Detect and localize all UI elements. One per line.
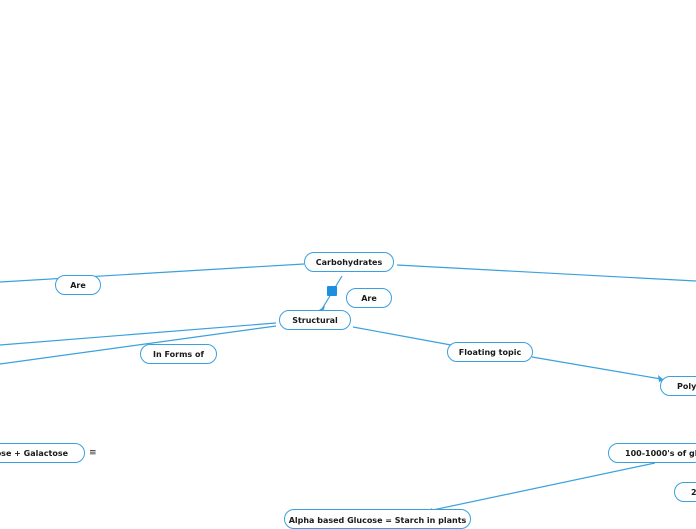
node-floating-topic[interactable]: Floating topic xyxy=(447,342,533,362)
node-glucose-units[interactable]: 100-1000's of glu xyxy=(608,443,696,463)
connector-root-right xyxy=(396,264,696,282)
notes-icon[interactable]: ≡ xyxy=(89,448,97,458)
collapse-handle-icon[interactable] xyxy=(327,286,337,296)
node-lactose[interactable]: ucose + Galactose xyxy=(0,443,85,463)
connector-glucose-alpha xyxy=(427,462,656,512)
connector-floating-polys xyxy=(531,356,662,380)
connector-structural-left-1 xyxy=(0,322,277,346)
node-are-left[interactable]: Are xyxy=(55,275,101,295)
node-are-right[interactable]: Are xyxy=(346,288,392,308)
connector-root-are-left xyxy=(0,263,305,283)
node-carbohydrates[interactable]: Carbohydrates xyxy=(304,252,394,272)
connector-structural-left-2 xyxy=(0,325,277,365)
node-in-forms-of[interactable]: In Forms of xyxy=(140,344,217,364)
connector-structural-floating xyxy=(352,326,452,346)
node-structural[interactable]: Structural xyxy=(279,310,351,330)
node-small[interactable]: 2 xyxy=(674,482,696,502)
node-alpha-starch[interactable]: Alpha based Glucose = Starch in plants xyxy=(284,509,471,529)
